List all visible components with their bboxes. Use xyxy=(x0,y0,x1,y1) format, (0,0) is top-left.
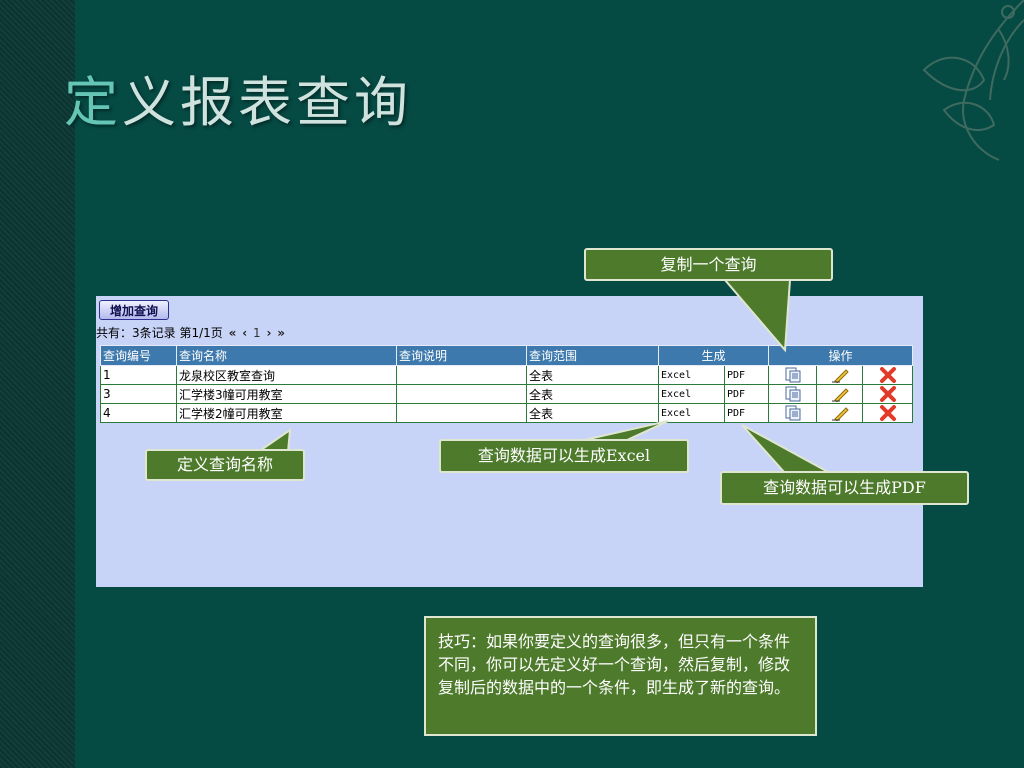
export-excel-link[interactable]: Excel xyxy=(658,403,725,423)
cell-id: 3 xyxy=(100,384,177,404)
copy-action-cell xyxy=(768,365,818,385)
cell-name: 汇学楼2幢可用教室 xyxy=(176,403,397,423)
slide-title-first-char: 定 xyxy=(64,71,122,134)
col-header-generate: 生成 xyxy=(657,345,770,366)
left-decor-strip xyxy=(0,0,75,768)
slide-title-rest: 义报表查询 xyxy=(122,71,412,134)
slide-title: 定义报表查询 xyxy=(64,58,412,137)
floral-decoration-icon xyxy=(922,0,1024,161)
cell-id: 1 xyxy=(100,365,177,385)
pencil-icon[interactable] xyxy=(830,405,850,421)
delete-action-cell xyxy=(862,384,914,404)
delete-x-icon[interactable] xyxy=(878,367,898,383)
table-row: 1 龙泉校区教室查询 全表 Excel PDF xyxy=(100,365,914,385)
copy-icon[interactable] xyxy=(783,405,803,421)
delete-x-icon[interactable] xyxy=(878,386,898,402)
col-header-scope: 查询范围 xyxy=(526,345,659,366)
add-query-button[interactable]: 增加查询 xyxy=(99,300,169,320)
callout-copy-query: 复制一个查询 xyxy=(584,248,833,281)
pencil-icon[interactable] xyxy=(830,367,850,383)
export-excel-link[interactable]: Excel xyxy=(658,365,725,385)
callout-query-name: 定义查询名称 xyxy=(145,449,305,481)
cell-name: 龙泉校区教室查询 xyxy=(176,365,397,385)
export-pdf-link[interactable]: PDF xyxy=(723,403,770,423)
copy-icon[interactable] xyxy=(783,367,803,383)
last-page-button[interactable]: » xyxy=(277,326,285,340)
cell-desc xyxy=(396,384,527,404)
copy-action-cell xyxy=(768,403,818,423)
table-row: 3 汇学楼3幢可用教室 全表 Excel PDF xyxy=(100,384,914,404)
edit-action-cell xyxy=(816,403,864,423)
col-header-name: 查询名称 xyxy=(176,345,397,366)
delete-action-cell xyxy=(862,365,914,385)
record-summary: 共有：3条记录 第1/1页 xyxy=(96,326,223,340)
cell-id: 4 xyxy=(100,403,177,423)
query-table: 查询编号 查询名称 查询说明 查询范围 生成 操作 1 龙泉校区教室查询 全表 … xyxy=(100,345,914,423)
callout-pdf: 查询数据可以生成PDF xyxy=(720,471,969,505)
cell-name: 汇学楼3幢可用教室 xyxy=(176,384,397,404)
pager: 共有：3条记录 第1/1页 « ‹ 1 › » xyxy=(96,324,287,341)
cell-scope: 全表 xyxy=(526,365,659,385)
pencil-icon[interactable] xyxy=(830,386,850,402)
cell-scope: 全表 xyxy=(526,403,659,423)
edit-action-cell xyxy=(816,365,864,385)
prev-page-button[interactable]: ‹ xyxy=(242,326,248,340)
copy-icon[interactable] xyxy=(783,386,803,402)
delete-action-cell xyxy=(862,403,914,423)
table-row: 4 汇学楼2幢可用教室 全表 Excel PDF xyxy=(100,403,914,423)
page-number-link[interactable]: 1 xyxy=(252,326,261,340)
first-page-button[interactable]: « xyxy=(228,326,237,340)
next-page-button[interactable]: › xyxy=(266,326,272,340)
delete-x-icon[interactable] xyxy=(878,405,898,421)
table-header-row: 查询编号 查询名称 查询说明 查询范围 生成 操作 xyxy=(100,345,914,366)
callout-excel: 查询数据可以生成Excel xyxy=(439,439,689,473)
tip-box: 技巧：如果你要定义的查询很多，但只有一个条件不同，你可以先定义好一个查询，然后复… xyxy=(424,616,817,736)
col-header-desc: 查询说明 xyxy=(396,345,527,366)
export-pdf-link[interactable]: PDF xyxy=(723,365,770,385)
copy-action-cell xyxy=(768,384,818,404)
cell-desc xyxy=(396,403,527,423)
cell-desc xyxy=(396,365,527,385)
